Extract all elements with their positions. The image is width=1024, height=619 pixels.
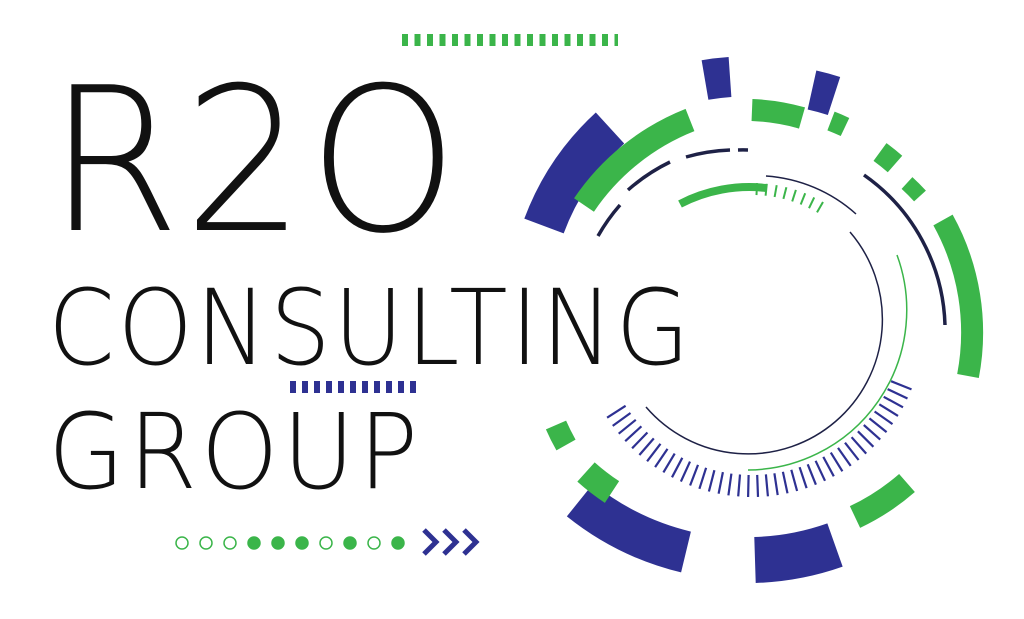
- navy-tick: [790, 469, 799, 492]
- green-tick: [799, 192, 807, 205]
- outer-navy-segment-left: [524, 112, 625, 234]
- mid-dark-arc-1: [596, 203, 622, 237]
- navy-tick: [890, 380, 912, 391]
- navy-tick: [887, 388, 908, 400]
- outer-green-tick-left: [545, 420, 576, 451]
- dot-filled: [271, 536, 285, 550]
- navy-tick: [868, 417, 888, 433]
- navy-tick: [612, 412, 632, 427]
- dot-row: [175, 536, 405, 550]
- chevron-arrows-icon: [422, 528, 480, 556]
- navy-tick: [863, 424, 881, 441]
- dot-filled: [391, 536, 405, 550]
- navy-tick: [844, 442, 860, 461]
- outer-green-tick-right-2: [901, 177, 926, 202]
- navy-tick: [857, 430, 875, 448]
- navy-tick: [883, 395, 904, 409]
- navy-tick: [618, 418, 637, 435]
- navy-tick: [698, 467, 708, 490]
- navy-tick: [814, 460, 826, 482]
- navy-tick: [654, 448, 669, 468]
- outer-green-block-top: [751, 99, 806, 129]
- navy-tick: [806, 463, 817, 486]
- green-tick: [791, 189, 797, 202]
- navy-tick: [689, 464, 700, 486]
- navy-tick: [638, 437, 655, 456]
- dot-open: [319, 536, 333, 550]
- circular-rings-graphic: [524, 57, 984, 583]
- inner-green-ticks: [755, 183, 824, 213]
- green-tick: [816, 201, 824, 213]
- navy-tick: [671, 457, 684, 478]
- navy-tick: [747, 474, 750, 498]
- thin-dark-arc-top: [765, 175, 857, 215]
- thin-dark-inner-circle-arc: [645, 231, 884, 455]
- navy-tick: [773, 473, 779, 496]
- inner-green-arc: [678, 183, 767, 208]
- navy-tick: [662, 453, 676, 473]
- dot-filled: [247, 536, 261, 550]
- outer-green-arc-upper-left: [574, 108, 695, 212]
- thin-green-arc: [747, 254, 908, 471]
- mid-dark-arc-2: [626, 160, 671, 192]
- outer-navy-block-top-right: [807, 70, 841, 116]
- green-tick: [755, 183, 758, 196]
- outer-navy-segment-bottom-left: [566, 483, 692, 573]
- logo-line-3: GROUP: [48, 391, 422, 513]
- navy-tick: [878, 403, 899, 417]
- dot-open: [367, 536, 381, 550]
- navy-tick: [764, 474, 769, 497]
- navy-tick: [798, 466, 808, 489]
- logo-line-1: R2O: [48, 45, 462, 278]
- dot-filled: [295, 536, 309, 550]
- outer-green-tick-top-right: [827, 111, 850, 137]
- green-tick: [808, 196, 816, 209]
- outer-navy-block-top: [701, 57, 732, 100]
- navy-tick: [781, 471, 789, 494]
- outer-green-segment-bottom-right: [849, 473, 915, 528]
- dot-filled: [343, 536, 357, 550]
- outer-navy-segment-bottom: [753, 523, 843, 583]
- outer-green-block-bottom-left: [577, 462, 620, 503]
- navy-tick: [679, 461, 692, 483]
- outer-green-arc-right: [933, 214, 984, 379]
- navy-tick: [737, 474, 742, 497]
- outer-green-tick-right-1: [873, 143, 903, 173]
- navy-tick: [727, 473, 733, 496]
- navy-tick: [606, 404, 627, 419]
- dot-open: [175, 536, 189, 550]
- mid-dark-arc-3: [685, 148, 731, 159]
- navy-tick: [850, 436, 868, 455]
- navy-tick-ring: [606, 380, 912, 498]
- green-tick: [773, 185, 778, 198]
- dot-open: [223, 536, 237, 550]
- green-tick: [764, 183, 768, 196]
- navy-tick: [829, 452, 844, 472]
- navy-tick: [624, 425, 643, 443]
- dot-open: [199, 536, 213, 550]
- logo-line-2: CONSULTING: [48, 267, 693, 389]
- navy-tick: [837, 447, 852, 467]
- navy-tick: [756, 474, 760, 497]
- navy-tick: [822, 456, 835, 477]
- navy-tick: [646, 443, 662, 462]
- navy-tick: [631, 431, 649, 450]
- navy-tick: [873, 410, 894, 425]
- navy-tick: [717, 471, 724, 494]
- green-tick: [782, 186, 788, 200]
- navy-tick: [707, 469, 716, 492]
- mid-dark-arc-right: [862, 173, 947, 326]
